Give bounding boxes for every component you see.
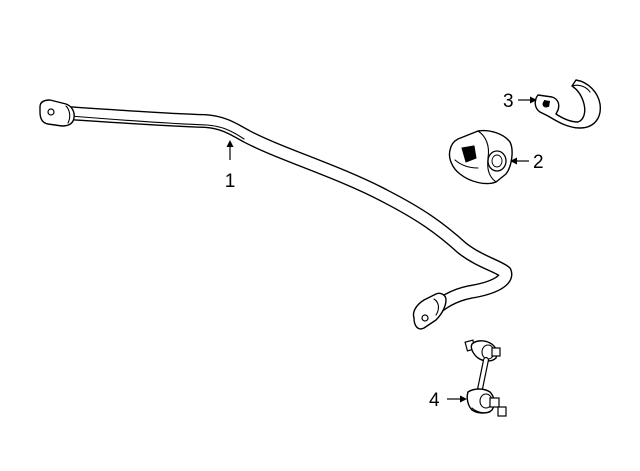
stabilizer-bar: [39, 99, 513, 330]
callout-3: 3: [503, 91, 537, 112]
bar-right-hole: [421, 314, 429, 322]
callout-1: 1: [225, 140, 236, 192]
callout-3-label: 3: [503, 91, 514, 112]
callout-4: 4: [429, 390, 467, 411]
stabilizer-link: [464, 339, 507, 417]
bar-right-end: [412, 292, 447, 330]
bar-left-end: [39, 99, 75, 127]
callout-2-label: 2: [533, 152, 544, 173]
bar-left-hole: [47, 108, 55, 116]
callout-2: 2: [510, 152, 544, 173]
callout-4-label: 4: [429, 390, 440, 411]
bracket: [534, 79, 601, 129]
callout-1-label: 1: [225, 171, 236, 192]
bushing: [448, 129, 513, 185]
